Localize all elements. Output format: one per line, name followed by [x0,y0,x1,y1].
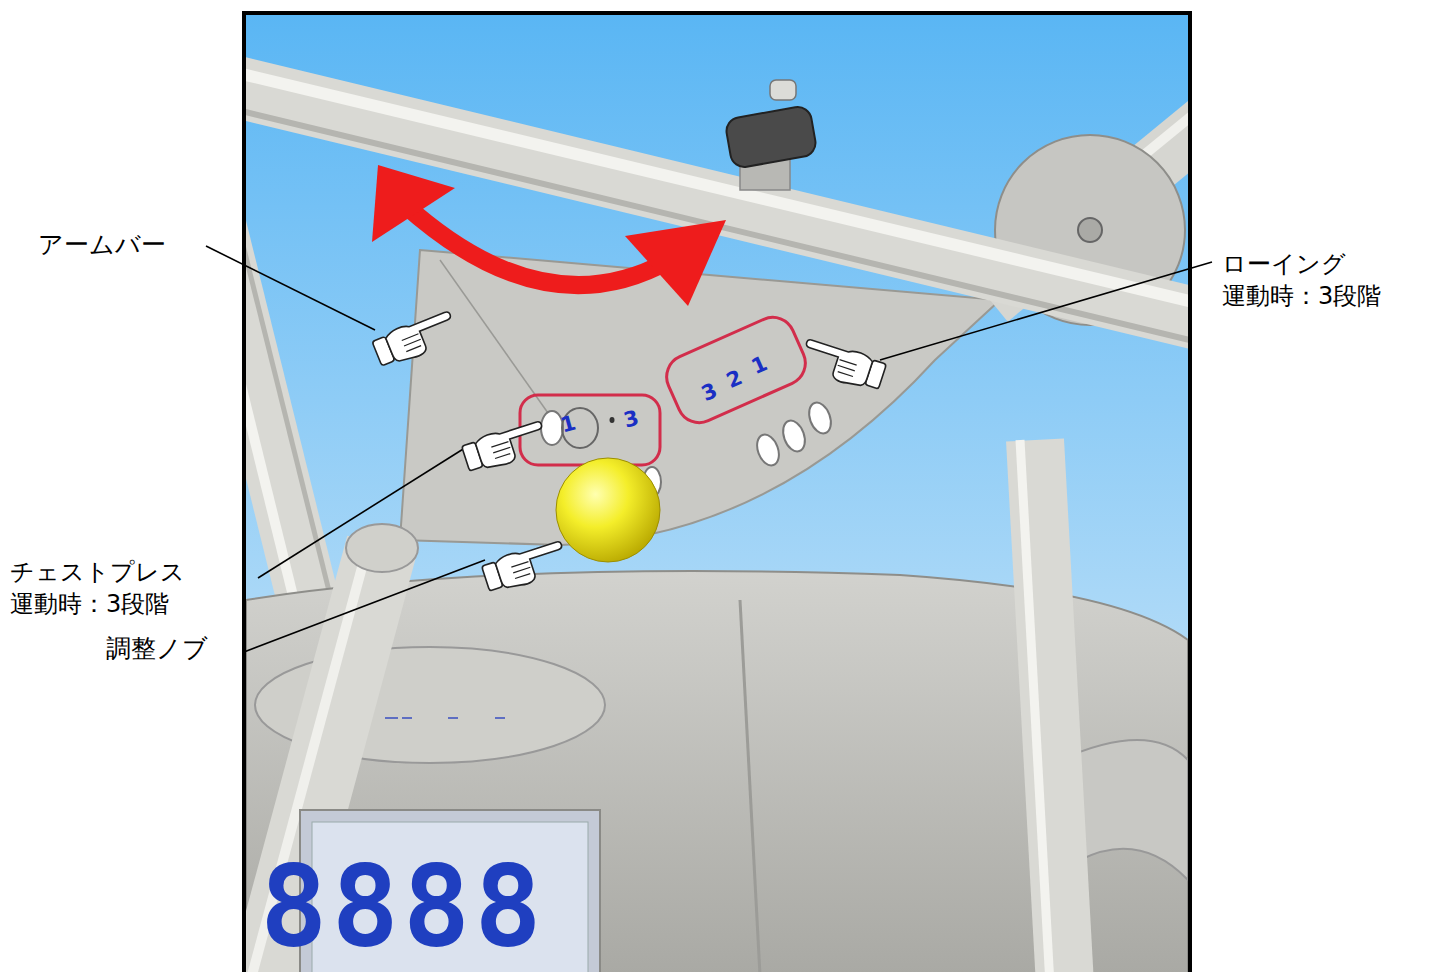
part-label: チェストプレス 運動時：3段階 [10,556,225,621]
part-label: 調整ノブ [106,632,306,666]
display-window: 8888 [248,810,608,972]
part-label: アームバー [38,228,238,262]
part-label: ローイング 運動時：3段階 [1222,248,1427,313]
lcd-digits: 8888 [260,850,546,962]
